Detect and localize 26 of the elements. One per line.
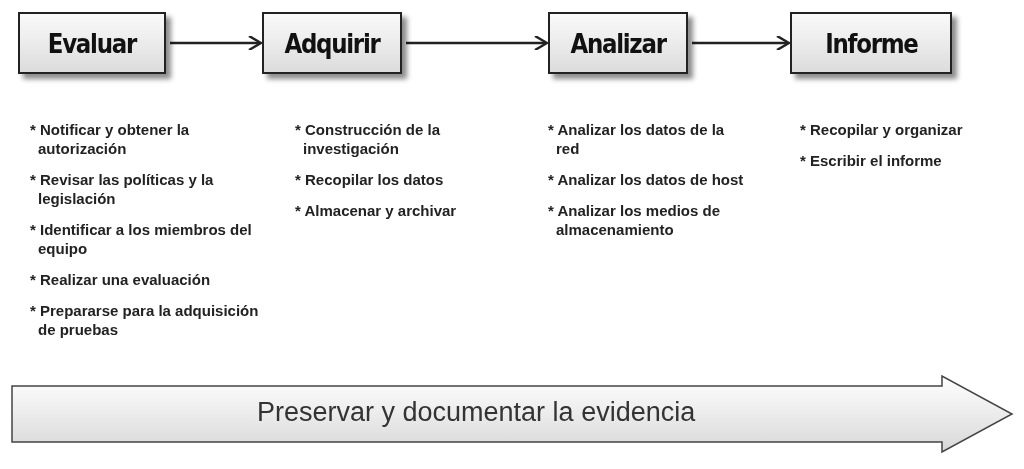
stage-box [790, 12, 952, 74]
bullet-item: * Recopilar y organizar [800, 120, 964, 139]
stage-box [262, 12, 402, 74]
arrow [406, 34, 549, 52]
bullet-item: * Escribir el informe [800, 151, 943, 170]
stage-box [548, 12, 688, 74]
stage-title: Evaluar [47, 27, 137, 59]
stage-title: Analizar [570, 27, 666, 59]
bullet-item: * Identificar a los miembros del equipo [30, 220, 253, 258]
bullet-item: * Prepararse para la adquisición de pruebas [30, 301, 260, 339]
bullet-item: * Recopilar los datos [295, 170, 445, 189]
stage-title: Informe [824, 27, 918, 59]
bullet-item: * Notificar y obtener la autorización [30, 120, 191, 158]
stage-box [18, 12, 166, 74]
bullet-item: * Analizar los datos de host [548, 170, 745, 189]
bullet-item: * Analizar los datos de la red [548, 120, 726, 158]
stage-title: Adquirir [284, 27, 380, 59]
bullet-item: * Analizar los medios de almacenamiento [548, 201, 721, 239]
bullet-item: * Realizar una evaluación [30, 270, 212, 289]
bullet-item: * Revisar las políticas y la legislación [30, 170, 215, 208]
bullet-item: * Almacenar y archivar [295, 201, 458, 220]
bullet-item: * Construcción de la investigación [295, 120, 442, 158]
arrow [692, 34, 791, 52]
banner-text: Preservar y documentar la evidencia [257, 396, 696, 428]
arrow [170, 34, 263, 52]
banner-arrow [12, 376, 1012, 452]
